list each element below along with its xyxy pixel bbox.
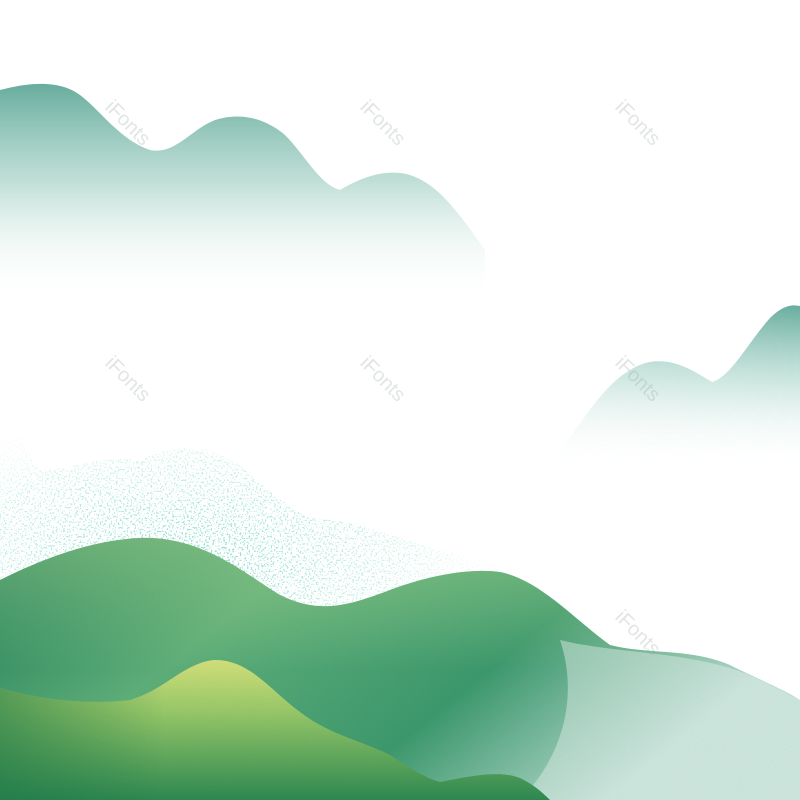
- misty-mountains-top: [0, 83, 485, 300]
- front-hills: [0, 660, 550, 800]
- misty-mountains-right: [560, 305, 800, 470]
